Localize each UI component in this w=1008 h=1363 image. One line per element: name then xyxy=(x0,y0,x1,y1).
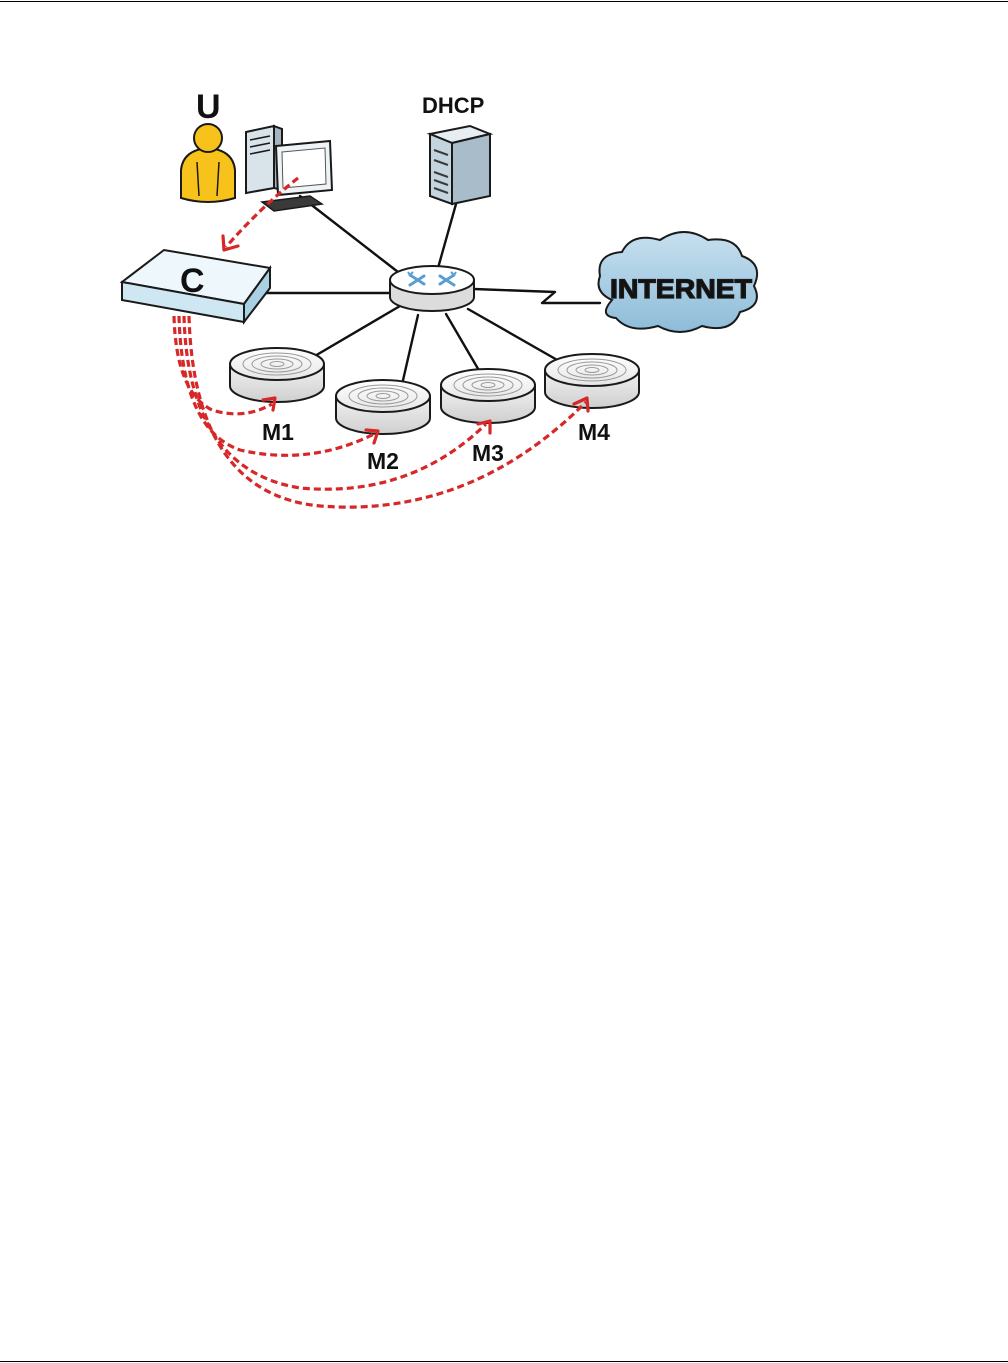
internet-label: INTERNET xyxy=(610,274,753,304)
cable-switch-m1 xyxy=(308,306,400,360)
dhcp-label: DHCP xyxy=(422,93,484,118)
cable-switch-m2 xyxy=(401,315,418,389)
access-point-icon-m1 xyxy=(230,348,324,402)
cable-dhcp-switch xyxy=(438,204,456,268)
desktop-computer-icon xyxy=(246,126,332,211)
ap-m2-label: M2 xyxy=(367,448,399,474)
access-point-icon-m4 xyxy=(545,354,639,408)
user-label: U xyxy=(196,88,221,126)
controller-label: C xyxy=(180,262,205,300)
server-icon xyxy=(430,126,490,204)
user-icon xyxy=(181,124,235,202)
cable-switch-m4 xyxy=(468,309,566,365)
ap-m4-label: M4 xyxy=(578,419,610,445)
access-point-icon-m2 xyxy=(336,380,430,434)
ap-m3-label: M3 xyxy=(472,440,504,466)
cable-pc-switch xyxy=(300,196,398,272)
switch-icon xyxy=(390,266,474,311)
access-point-icon-m3 xyxy=(441,369,535,423)
cable-switch-internet xyxy=(474,289,600,303)
ap-m1-label: M1 xyxy=(262,419,294,445)
